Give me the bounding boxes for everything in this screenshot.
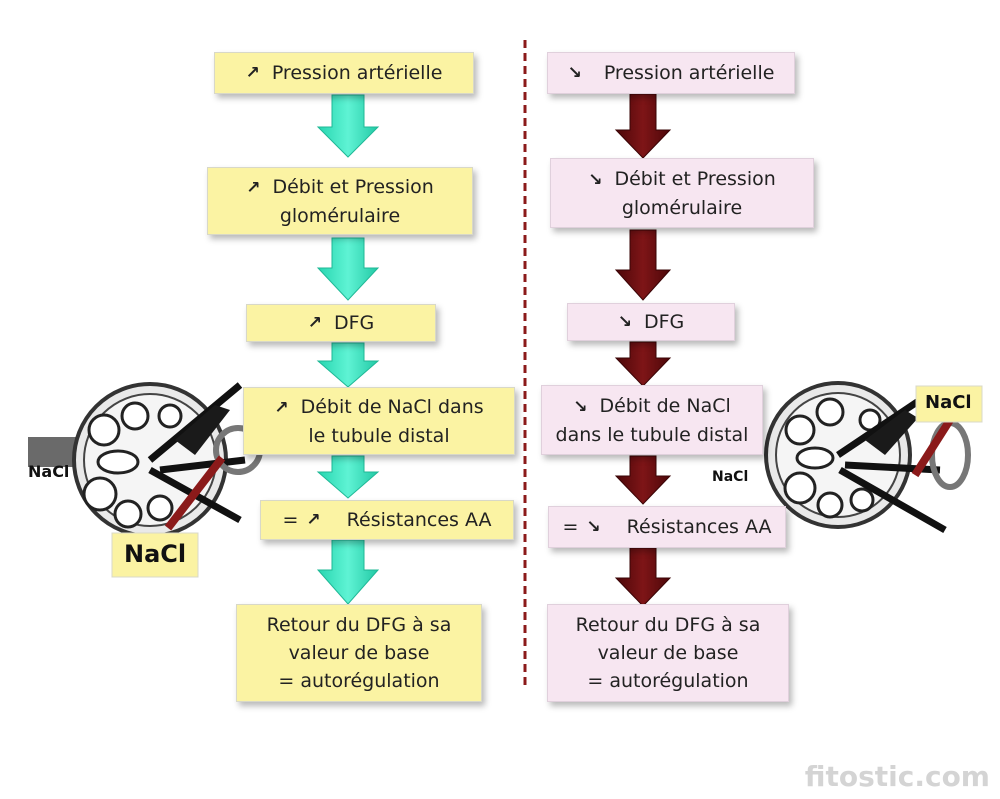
right-box-retour: Retour du DFG à sa valeur de base = auto… [547, 604, 789, 702]
decrease-arrow-icon: ↘ [567, 63, 582, 83]
increase-arrow-icon: ↗ [306, 510, 321, 530]
left-arrow-5 [316, 539, 380, 605]
left-nacl-small-label: NaCl [28, 462, 70, 481]
right-box-1-text: Pression artérielle [603, 62, 775, 84]
left-box-6-line3: = autorégulation [278, 670, 440, 692]
left-box-debit-nacl: ↗ Débit de NaCl dans le tubule distal [243, 387, 515, 455]
left-box-resistances: = ↗ Résistances AA [260, 500, 514, 540]
left-box-dfg: ↗ DFG [246, 304, 436, 342]
left-arrow-1 [316, 94, 380, 158]
left-box-6-line2: valeur de base [288, 642, 430, 664]
right-nacl-small-label: NaCl [712, 469, 749, 485]
right-box-2-line1: Débit et Pression [614, 167, 776, 190]
right-box-debit-pression: ↘ Débit et Pression glomérulaire [550, 158, 814, 228]
right-box-6-line1: Retour du DFG à sa [575, 614, 761, 636]
right-box-2-line2: glomérulaire [621, 196, 743, 219]
right-box-dfg: ↘ DFG [567, 303, 735, 341]
right-arrow-3 [614, 341, 672, 387]
right-arrow-5 [614, 547, 672, 607]
left-box-2-line1: Débit et Pression [272, 175, 434, 198]
left-arrows [316, 94, 380, 605]
left-box-3-text: DFG [333, 312, 375, 334]
increase-arrow-icon: ↗ [246, 177, 261, 198]
right-box-4-line2: dans le tubule distal [555, 423, 749, 446]
left-box-retour: Retour du DFG à sa valeur de base = auto… [236, 604, 482, 702]
right-box-5-text: Résistances AA [626, 516, 772, 538]
left-arrow-4 [316, 455, 380, 499]
right-nephron-illustration [764, 381, 983, 534]
left-arrow-2 [316, 237, 380, 301]
right-box-pression-arterielle: ↘ Pression artérielle [547, 52, 795, 94]
decrease-arrow-icon: ↘ [617, 312, 632, 332]
right-box-debit-nacl: ↘ Débit de NaCl dans le tubule distal [541, 385, 763, 455]
right-arrow-2 [614, 229, 672, 301]
decrease-arrow-icon: ↘ [573, 396, 588, 417]
decrease-arrow-icon: ↘ [586, 517, 601, 537]
left-box-debit-pression: ↗ Débit et Pression glomérulaire [207, 167, 473, 235]
increase-arrow-icon: ↗ [245, 63, 260, 83]
right-nacl-box-label: NaCl [925, 392, 972, 413]
left-box-4-line2: le tubule distal [308, 424, 450, 447]
left-box-5-prefix: = [282, 509, 299, 531]
right-arrows [614, 93, 672, 607]
right-box-6-line3: = autorégulation [587, 670, 749, 692]
left-arrow-3 [316, 342, 380, 388]
left-box-pression-arterielle: ↗ Pression artérielle [214, 52, 474, 94]
right-arrow-4 [614, 455, 672, 505]
right-box-4-line1: Débit de NaCl [599, 394, 731, 417]
left-box-2-line2: glomérulaire [279, 204, 401, 227]
left-box-1-text: Pression artérielle [271, 62, 443, 84]
left-box-5-text: Résistances AA [346, 509, 492, 531]
left-box-4-line1: Débit de NaCl dans [300, 395, 484, 418]
left-nacl-big-label: NaCl [124, 540, 187, 568]
right-box-3-text: DFG [643, 311, 685, 333]
left-box-6-line1: Retour du DFG à sa [266, 614, 452, 636]
increase-arrow-icon: ↗ [274, 397, 289, 418]
right-arrow-1 [614, 93, 672, 159]
watermark: fitostic.com [804, 760, 990, 793]
right-box-5-prefix: = [562, 516, 579, 538]
increase-arrow-icon: ↗ [307, 313, 322, 333]
decrease-arrow-icon: ↘ [588, 169, 603, 190]
right-box-6-line2: valeur de base [597, 642, 739, 664]
left-nephron-illustration [28, 382, 263, 578]
right-box-resistances: = ↘ Résistances AA [548, 506, 786, 548]
